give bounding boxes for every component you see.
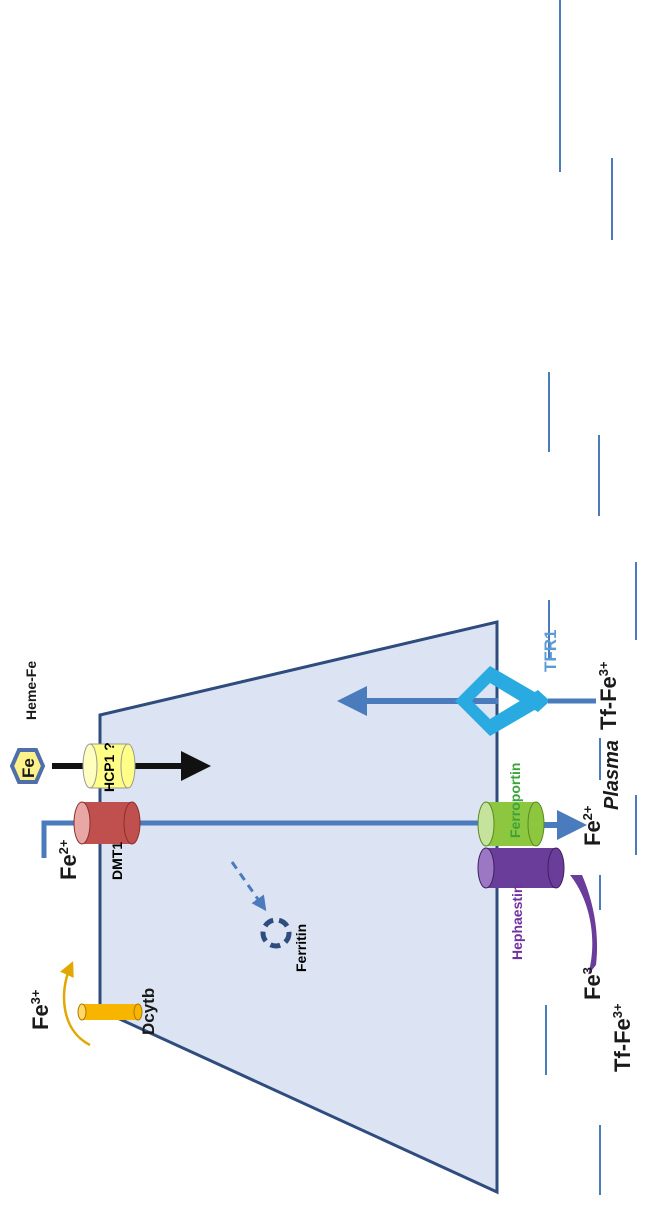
heme-fe-icon [9,748,46,784]
hcp1-label: HCP1 ? [101,742,117,792]
ferritin-arrow [230,861,267,912]
ferritin-label: Ferritin [293,924,309,972]
plasma-label: Plasma [601,740,623,810]
tfr1-receptor [455,666,550,736]
dcytb-reductase [77,1003,143,1021]
ferroportin-transporter [477,801,545,847]
dcytb-label: Dcytb [139,988,158,1035]
fe2-left-label: Fe2+ [56,839,81,880]
fe-reduction-arrow [60,961,91,1047]
heme-fe-label: Heme-Fe [23,661,39,720]
dmt1-transport-path [41,820,500,858]
dmt1-label: DMT1 [109,842,125,880]
hcp1-transporter [82,743,136,789]
tfr1-label: TFR1 [541,630,560,673]
fe-hex-label: Fe [19,758,38,778]
tf-fe3-top-label: Tf-Fe3+ [596,661,621,730]
fe3-bottom-label: Fe3 [580,967,605,1000]
plasma-lines [545,0,637,1195]
enterocyte-cell [98,620,499,1195]
fe2-right-label: Fe2+ [580,805,605,846]
ferroportin-label: Ferroportin [507,763,523,838]
dmt1-transporter [73,801,141,845]
fe3-left-label: Fe3+ [28,989,53,1030]
hephaestin-label: Hephaestin [509,885,525,960]
hephaestin-protein [477,847,565,889]
tf-fe3-bottom-label: Tf-Fe3+ [610,1003,635,1072]
ferritin-icon [260,917,292,949]
fe-oxidation-arrow [570,875,598,975]
